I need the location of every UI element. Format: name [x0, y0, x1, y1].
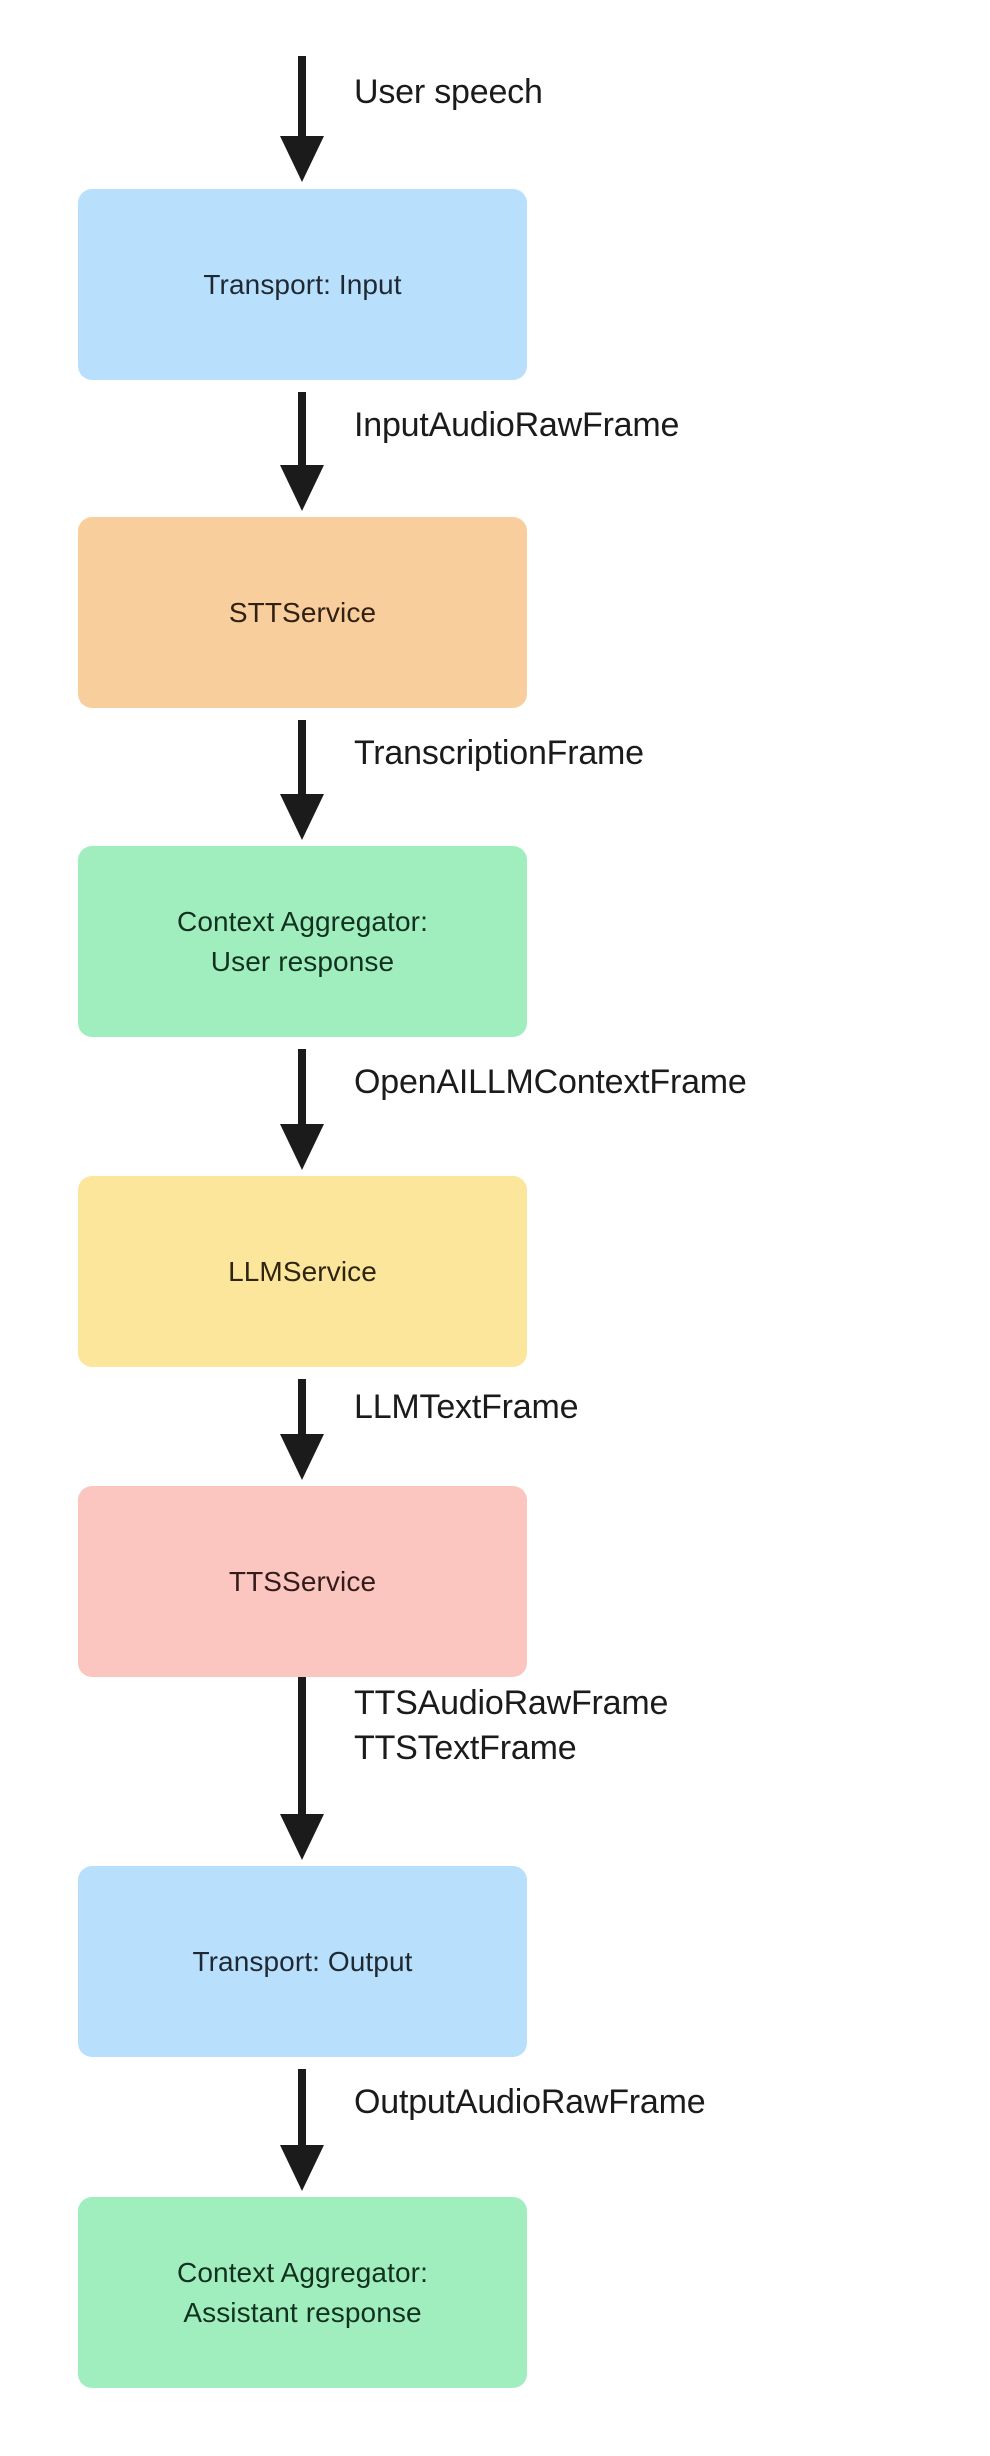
arrow-head-icon	[280, 2145, 324, 2191]
edge-label-edge-input-audio-raw-frame: InputAudioRawFrame	[354, 403, 679, 448]
node-tts-service[interactable]: TTSService	[78, 1486, 527, 1677]
node-label-line: Transport: Output	[192, 1945, 413, 1977]
arrow-edge-tts-frames	[280, 1670, 324, 1860]
edge-label-line: TTSTextFrame	[354, 1729, 577, 1768]
edge-label-edge-transcription-frame: TranscriptionFrame	[354, 731, 644, 776]
node-label-line: Transport: Input	[203, 268, 402, 300]
node-context-aggregator-user[interactable]: Context Aggregator: User response	[78, 846, 527, 1037]
node-label-line: Context Aggregator:	[177, 2256, 428, 2288]
arrow-head-icon	[280, 1814, 324, 1860]
edge-label-line: LLMTextFrame	[354, 1388, 579, 1426]
edge-label-line: TranscriptionFrame	[354, 734, 644, 772]
arrow-edge-output-audio-raw-frame	[280, 2069, 324, 2191]
arrow-head-icon	[280, 136, 324, 182]
node-label-line: Context Aggregator:	[177, 905, 428, 937]
node-stt-service[interactable]: STTService	[78, 517, 527, 708]
edge-label-line: TTSAudioRawFrame	[354, 1684, 669, 1722]
node-transport-output[interactable]: Transport: Output	[78, 1866, 527, 2057]
edge-label-line: OpenAILLMContextFrame	[354, 1063, 747, 1101]
edge-label-line: OutputAudioRawFrame	[354, 2083, 706, 2121]
edge-label-edge-openai-llm-context-frame: OpenAILLMContextFrame	[354, 1060, 747, 1105]
arrow-head-icon	[280, 1124, 324, 1170]
node-label-line: User response	[210, 945, 395, 977]
node-label-line: TTSService	[228, 1565, 377, 1597]
arrow-head-icon	[280, 465, 324, 511]
arrow-edge-openai-llm-context-frame	[280, 1049, 324, 1170]
arrow-head-icon	[280, 1434, 324, 1480]
edge-label-edge-user-speech: User speech	[354, 70, 543, 115]
node-label-line: LLMService	[228, 1255, 377, 1287]
edge-label-line: User speech	[354, 73, 543, 111]
node-label-line: Assistant response	[183, 2296, 422, 2328]
edge-label-edge-output-audio-raw-frame: OutputAudioRawFrame	[354, 2080, 706, 2125]
arrow-edge-transcription-frame	[280, 720, 324, 840]
arrow-edge-user-speech	[280, 56, 324, 182]
node-context-aggregator-assistant[interactable]: Context Aggregator: Assistant response	[78, 2197, 527, 2388]
arrow-edge-input-audio-raw-frame	[280, 392, 324, 511]
node-llm-service[interactable]: LLMService	[78, 1176, 527, 1367]
node-label-line: STTService	[228, 596, 377, 628]
node-transport-input[interactable]: Transport: Input	[78, 189, 527, 380]
edge-label-edge-llm-text-frame: LLMTextFrame	[354, 1385, 579, 1430]
edge-label-line: InputAudioRawFrame	[354, 406, 680, 444]
arrow-head-icon	[280, 794, 324, 840]
arrow-edge-llm-text-frame	[280, 1379, 324, 1480]
